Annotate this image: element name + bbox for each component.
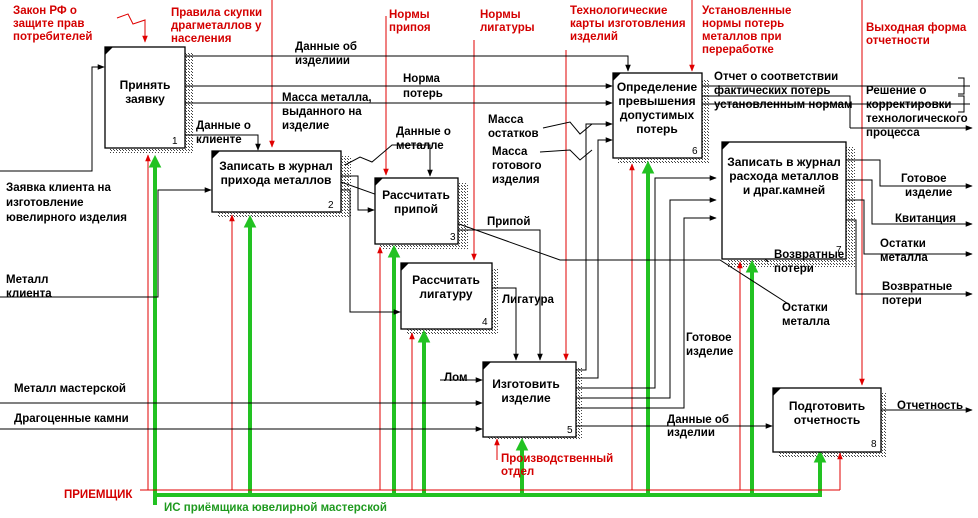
input-label-shop-metal: Металл мастерской bbox=[14, 383, 126, 395]
box-number: 8 bbox=[871, 439, 877, 450]
input-label-gems: Драгоценные камни bbox=[14, 413, 129, 425]
output-label-reporting: Отчетность bbox=[897, 400, 963, 412]
box-number: 4 bbox=[482, 317, 488, 328]
output-label-receipt: Квитанция bbox=[895, 213, 956, 225]
box-number: 1 bbox=[172, 136, 178, 147]
mechanism-label-is: ИС приёмщика ювелирной мастерской bbox=[164, 502, 387, 514]
box-number: 3 bbox=[450, 232, 456, 243]
arrow-label-solder: Припой bbox=[487, 216, 530, 228]
mechanism-arrows bbox=[148, 154, 827, 505]
arrow-label-scrap: Лом bbox=[444, 372, 467, 384]
arrow-label-ligature: Лигатура bbox=[502, 294, 555, 306]
mechanism-label-receiver: ПРИЕМЩИК bbox=[64, 489, 133, 501]
box-number: 6 bbox=[692, 146, 698, 157]
box-number: 2 bbox=[328, 200, 334, 211]
flow-arrows bbox=[0, 55, 973, 432]
box-number: 7 bbox=[836, 245, 842, 256]
control-arrows bbox=[116, 0, 865, 491]
box-number: 5 bbox=[567, 425, 573, 436]
